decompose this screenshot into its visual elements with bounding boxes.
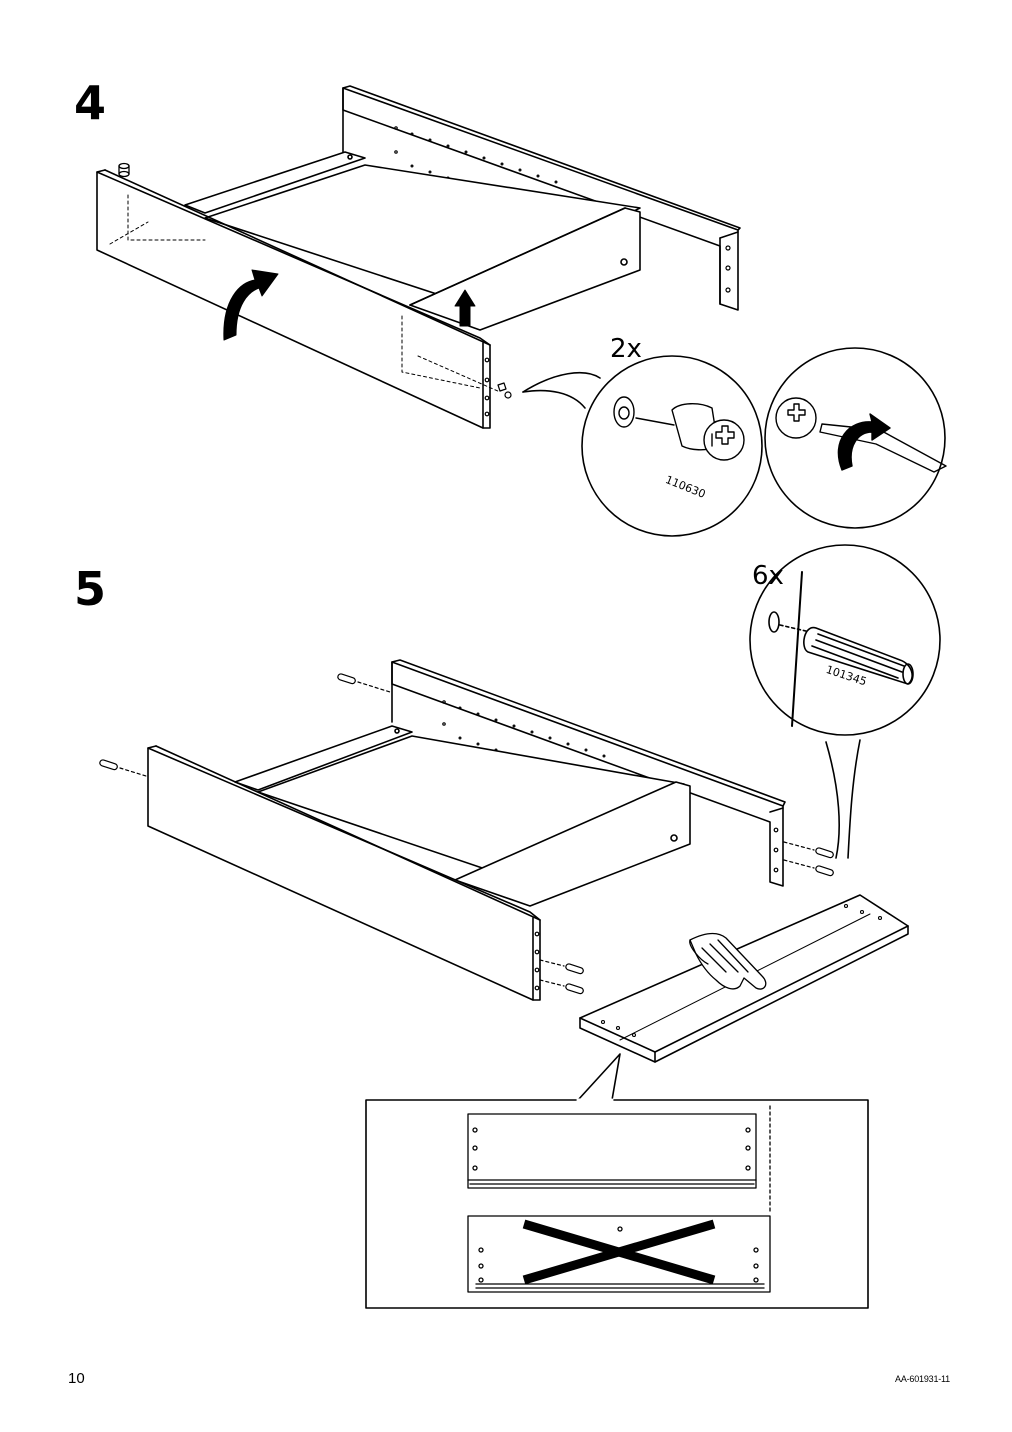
- step-5-quantity: 6x: [752, 561, 784, 591]
- screwdriver-icon: [776, 398, 946, 472]
- step-5-drawer-frame: [148, 660, 785, 1000]
- incorrect-orientation-cross-icon: [524, 1224, 714, 1280]
- hand-press-icon: [690, 934, 766, 990]
- wooden-dowel-icon: [99, 673, 834, 994]
- step-4-quantity: 2x: [610, 334, 642, 364]
- rotate-arrow-icon: [224, 270, 278, 340]
- step-4-drawer-frame: [97, 86, 740, 428]
- step-5-callout: [750, 545, 940, 858]
- page-number: 10: [68, 1370, 85, 1387]
- orientation-comparison-box: [366, 1054, 868, 1308]
- up-arrow-icon: [455, 290, 475, 326]
- incorrect-orientation-panel: [468, 1216, 770, 1292]
- step-5-number: 5: [74, 562, 107, 616]
- cam-lock-fitting-icon: [614, 397, 744, 460]
- step-4-number: 4: [74, 76, 107, 130]
- correct-orientation-icon: [468, 1106, 770, 1214]
- document-id: AA-601931-11: [895, 1374, 950, 1384]
